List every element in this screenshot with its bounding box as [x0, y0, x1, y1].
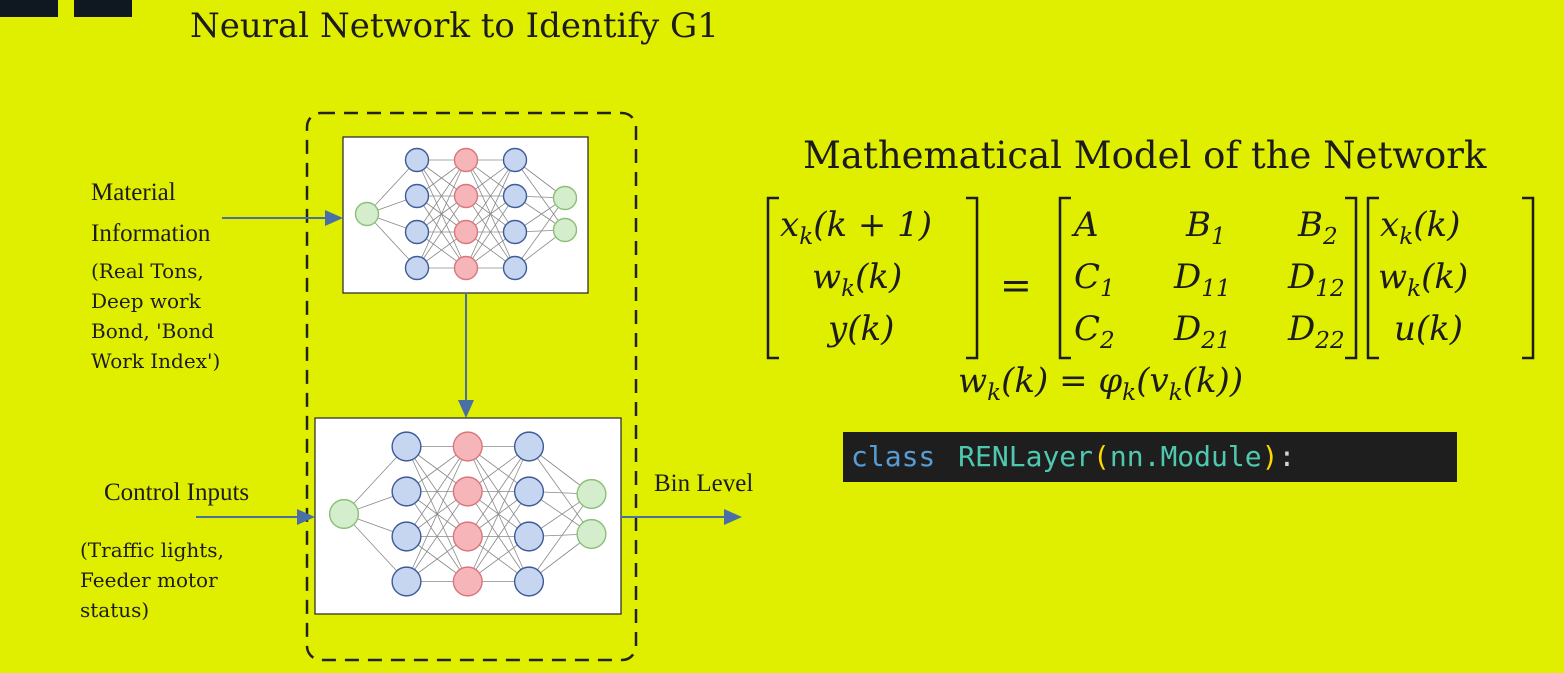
- network-connection: [343, 513, 407, 582]
- corner-decoration: [74, 0, 132, 17]
- dashed-container: [305, 111, 638, 662]
- network-connection: [343, 446, 407, 515]
- matrix-entry: A: [1074, 205, 1099, 245]
- code-colon: :: [1278, 440, 1296, 473]
- network-node: [404, 183, 430, 209]
- rhs-entry: u(k): [1394, 309, 1464, 349]
- network-connection: [406, 446, 469, 582]
- network-node: [453, 183, 479, 209]
- network-connection: [465, 159, 516, 233]
- bin-level-label: Bin Level: [654, 470, 754, 497]
- material-info-label-line2: Information: [91, 220, 211, 247]
- material-info-label-line1: Material: [91, 179, 176, 206]
- network-node: [404, 147, 430, 173]
- code-snippet: class RENLayer(nn.Module):: [843, 432, 1457, 482]
- lhs-entry: wk(k): [812, 257, 903, 302]
- network-connection: [514, 197, 566, 269]
- network-connection: [416, 159, 467, 233]
- page-title: Neural Network to Identify G1: [190, 6, 719, 46]
- network-node: [453, 147, 479, 173]
- network-connection: [465, 159, 516, 269]
- network-connection: [416, 195, 467, 269]
- network-node: [391, 476, 422, 507]
- network-connection: [528, 446, 592, 535]
- matrix-entry: D11: [1174, 257, 1231, 302]
- network-connection: [528, 493, 592, 582]
- network-node: [452, 476, 483, 507]
- network-connection: [416, 159, 467, 269]
- network-node: [453, 219, 479, 245]
- corner-decoration: [0, 0, 58, 17]
- network-node: [513, 476, 545, 507]
- lhs-entry: y(k): [828, 309, 895, 349]
- network-node: [404, 219, 430, 245]
- network-node: [576, 478, 607, 510]
- equals-sign: =: [1000, 263, 1032, 307]
- network-node: [576, 518, 607, 550]
- code-paren: ): [1261, 440, 1279, 473]
- network-node: [513, 566, 545, 597]
- network-node: [502, 255, 528, 281]
- network-node: [404, 255, 430, 281]
- network-connection: [406, 446, 469, 537]
- nonlinearity-equation: wk(k) = φk(vk(k)): [958, 361, 1244, 406]
- code-class-name: RENLayer: [958, 440, 1094, 473]
- lhs-entry: xk(k + 1): [780, 205, 933, 250]
- network-node: [328, 498, 360, 530]
- material-detail-line: Bond, 'Bond: [91, 319, 215, 343]
- network-connection: [366, 159, 418, 215]
- control-inputs-label: Control Inputs: [104, 479, 250, 506]
- control-detail-line: status): [80, 598, 150, 622]
- code-keyword: class: [851, 440, 936, 473]
- control-detail-line: Feeder motor: [80, 568, 218, 592]
- matrix-entry: B1: [1186, 205, 1226, 250]
- network-node: [391, 566, 422, 597]
- network-connection: [467, 446, 530, 537]
- network-node: [391, 521, 422, 552]
- material-detail-line: Work Index'): [91, 349, 221, 373]
- neural-network-diagram-small-icon: [354, 147, 578, 281]
- network-connection: [514, 159, 566, 231]
- control-detail-line: (Traffic lights,: [80, 538, 224, 562]
- network-connection: [467, 491, 530, 582]
- material-detail-line: Deep work: [91, 289, 201, 313]
- network-connection: [366, 213, 418, 269]
- network-node: [502, 183, 528, 209]
- rhs-entry: wk(k): [1378, 257, 1469, 302]
- network-connection: [467, 446, 530, 582]
- network-connection: [406, 491, 469, 582]
- network-node: [502, 219, 528, 245]
- code-base-class: nn.Module: [1109, 440, 1262, 473]
- matrix-entry: C2: [1074, 309, 1115, 354]
- math-model-title: Mathematical Model of the Network: [803, 134, 1487, 177]
- network-node: [452, 431, 483, 462]
- matrix-entry: D12: [1288, 257, 1345, 302]
- matrix-entry: B2: [1298, 205, 1338, 250]
- network-node: [354, 201, 380, 227]
- matrix-entry: D22: [1288, 309, 1345, 354]
- material-detail-line: (Real Tons,: [91, 259, 204, 283]
- network-node: [552, 185, 578, 211]
- network-node: [452, 521, 483, 552]
- network-node: [513, 431, 545, 462]
- network-node: [452, 566, 483, 597]
- network-node: [502, 147, 528, 173]
- neural-network-diagram-large-icon: [328, 431, 607, 597]
- network-node: [552, 217, 578, 243]
- matrix-brackets: [766, 196, 1535, 360]
- network-connection: [465, 195, 516, 269]
- network-node: [391, 431, 422, 462]
- matrix-entry: D21: [1174, 309, 1231, 354]
- network-node: [513, 521, 545, 552]
- network-node: [453, 255, 479, 281]
- rhs-entry: xk(k): [1380, 205, 1461, 250]
- code-paren: (: [1093, 440, 1110, 473]
- matrix-entry: C1: [1074, 257, 1115, 302]
